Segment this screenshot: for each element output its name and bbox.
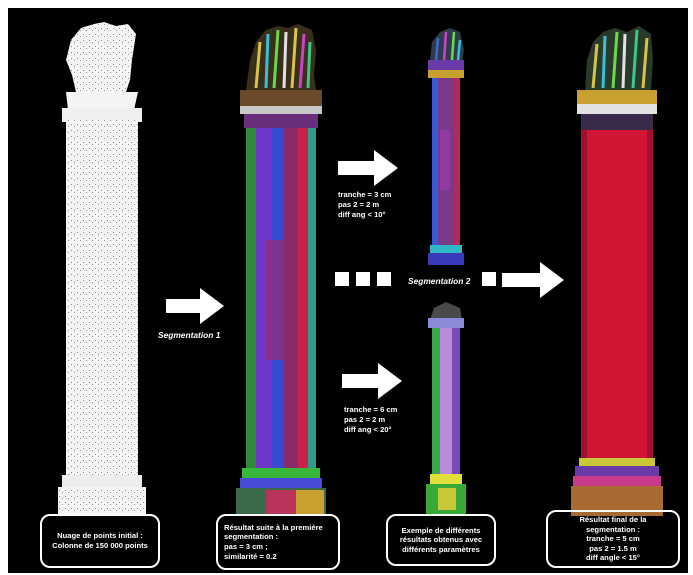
caption-first-line-4: similarité = 0.2 — [224, 551, 277, 561]
params-bottom-line-3: diff ang < 20° — [344, 425, 392, 434]
caption-examples: Exemple de différents résultats obtenus … — [386, 514, 496, 566]
params-top-line-3: diff ang < 10° — [338, 210, 386, 219]
caption-final-line-3: pas 2 = 1.5 m — [589, 543, 637, 553]
right-arrow-icon — [502, 262, 564, 303]
ellipsis-square — [335, 272, 349, 286]
diagram-canvas: Segmentation 1 tranche = 3 cm pas 2 = 2 … — [8, 8, 688, 573]
params-bottom-line-1: tranche = 6 cm — [344, 405, 398, 414]
final-segmentation-column — [561, 20, 671, 520]
caption-final-line-4: diff angle < 15° — [586, 553, 640, 563]
right-arrow-icon — [166, 288, 224, 329]
params-top-line-2: pas 2 = 2 m — [338, 200, 380, 209]
example-column-top — [416, 20, 476, 270]
caption-examples-line-1: Exemple de différents — [401, 525, 481, 535]
caption-first-line-1: Résultat suite à la première — [224, 522, 323, 532]
caption-initial: Nuage de points initial : Colonne de 150… — [40, 514, 160, 568]
caption-first-line-3: pas = 3 cm ; — [224, 542, 268, 551]
caption-final-line-2: tranche = 5 cm — [586, 534, 640, 544]
caption-final-line-1: Résultat final de la segmentation : — [579, 515, 647, 534]
ellipsis-square — [356, 272, 370, 286]
initial-point-cloud-column — [46, 20, 156, 520]
right-arrow-icon — [338, 150, 398, 191]
caption-final: Résultat final de la segmentation : tran… — [546, 510, 680, 568]
caption-first-line-2: segmentation : — [224, 532, 279, 542]
segmentation-2-label: Segmentation 2 — [408, 276, 471, 286]
params-bottom: tranche = 6 cm pas 2 = 2 m diff ang < 20… — [344, 405, 397, 435]
caption-first: Résultat suite à la première segmentatio… — [216, 514, 340, 570]
caption-examples-line-3: différents paramètres — [402, 544, 480, 554]
params-top-line-1: tranche = 3 cm — [338, 190, 392, 199]
caption-initial-line-2: Colonne de 150 000 points — [52, 541, 148, 550]
first-segmentation-column — [226, 20, 336, 520]
caption-examples-line-2: résultats obtenus avec — [399, 535, 483, 545]
ellipsis-square — [377, 272, 391, 286]
params-top: tranche = 3 cm pas 2 = 2 m diff ang < 10… — [338, 190, 391, 220]
caption-initial-line-1: Nuage de points initial : — [57, 531, 143, 541]
right-arrow-icon — [342, 363, 402, 404]
ellipsis-square — [482, 272, 496, 286]
segmentation-1-label: Segmentation 1 — [158, 330, 221, 340]
example-column-bottom — [416, 298, 476, 528]
params-bottom-line-2: pas 2 = 2 m — [344, 415, 386, 424]
